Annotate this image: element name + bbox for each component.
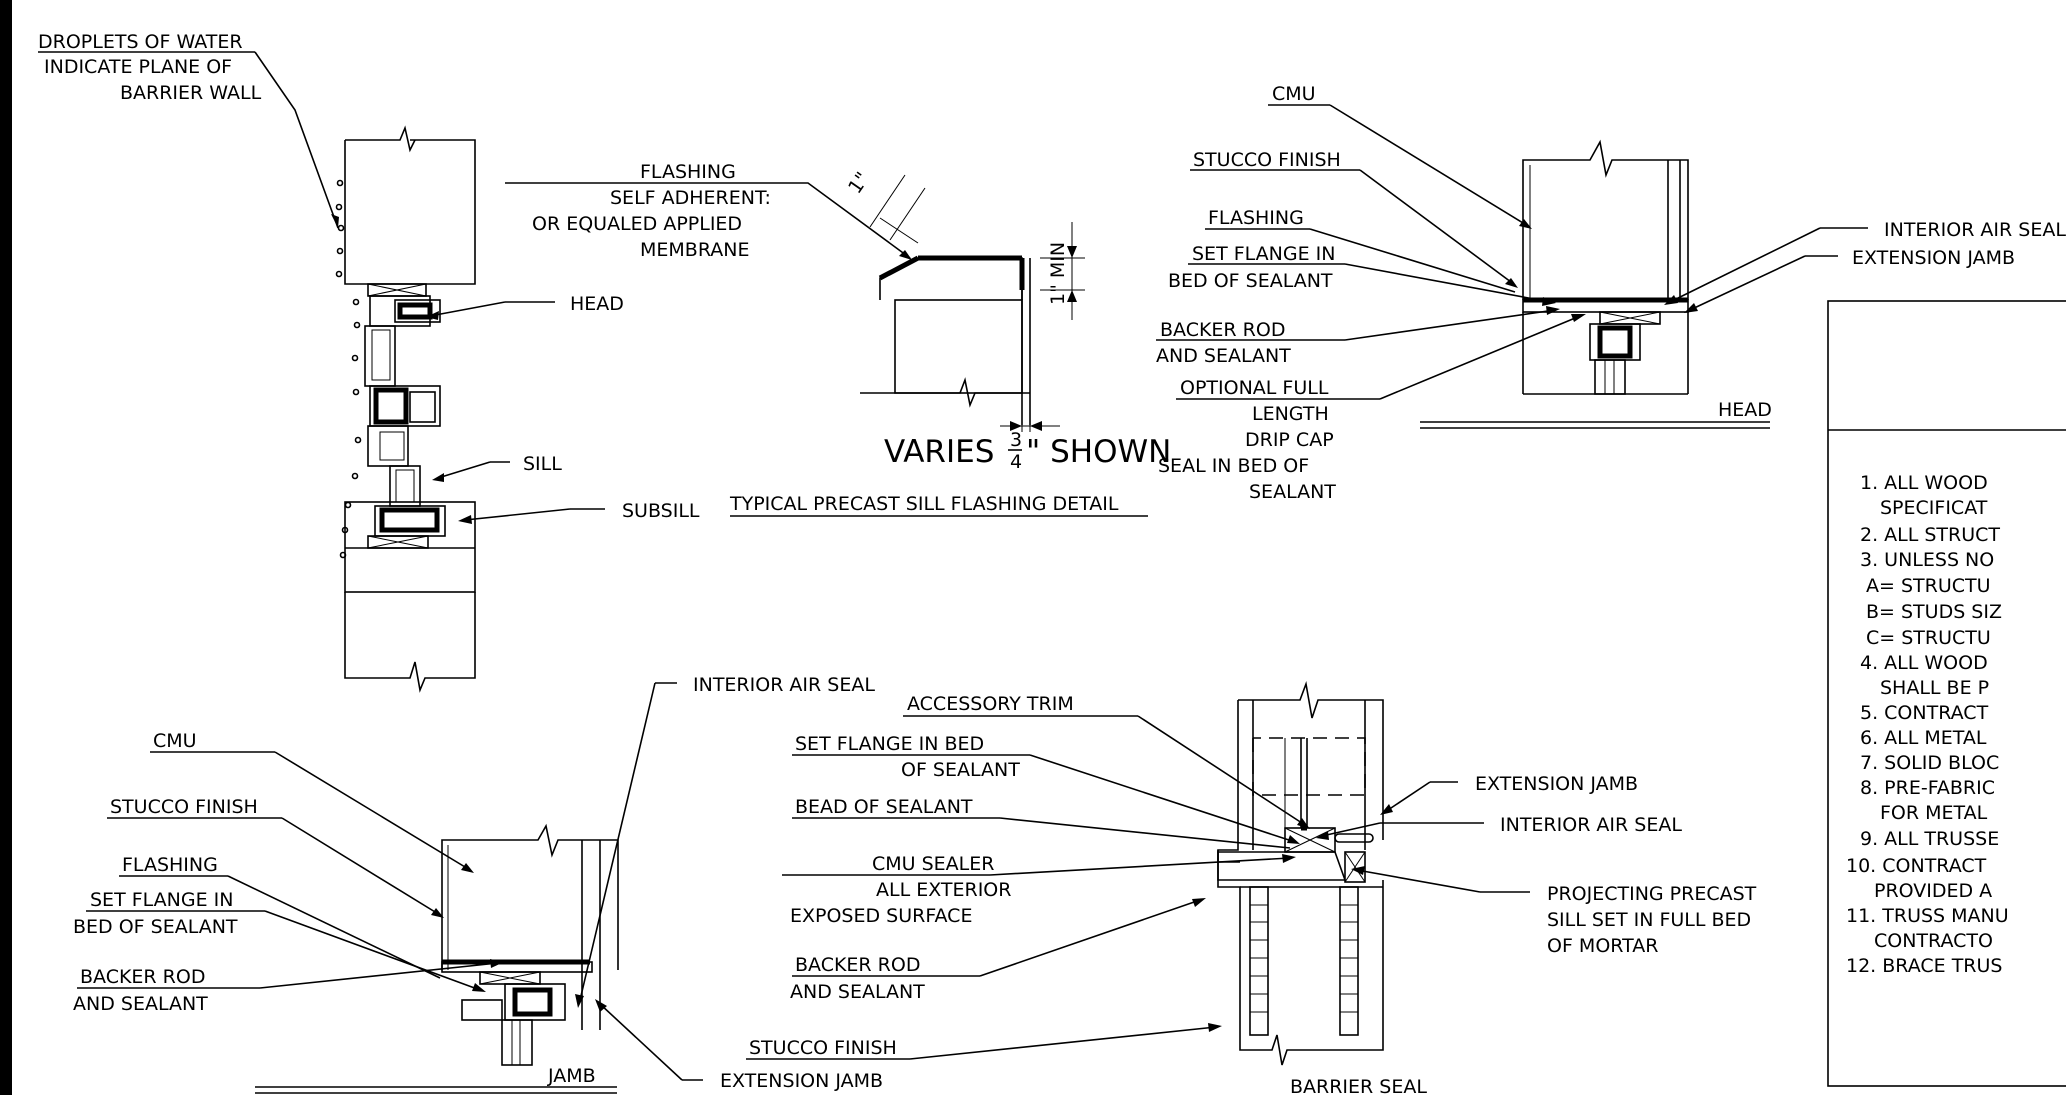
note-11b: CONTRACTO [1874,930,1993,952]
note-3b: B= STUDS SIZ [1866,601,2002,623]
note-8: 8. PRE-FABRIC [1860,777,1995,799]
head-optional-5: SEALANT [1249,481,1336,503]
seal-cmusealer-1: CMU SEALER [872,853,994,875]
note-10: 10. CONTRACT [1846,855,1987,877]
note-2: 2. ALL STRUCT [1860,524,2000,546]
jamb-setflange-2: BED OF SEALANT [73,916,238,938]
droplets-label-1: DROPLETS OF WATER [38,31,243,53]
seal-backer-1: BACKER ROD [795,954,920,976]
head-cmu-label: CMU [1272,83,1316,105]
head-optional-1: OPTIONAL FULL [1180,377,1329,399]
jamb-interior-label: INTERIOR AIR SEAL [693,674,875,696]
seal-extension-label: EXTENSION JAMB [1475,773,1638,795]
head-stucco-label: STUCCO FINISH [1193,149,1341,171]
note-1b: SPECIFICAT [1880,497,1988,519]
note-3a: A= STRUCTU [1866,575,1991,597]
varies-fraction-num: 3 [1010,429,1022,451]
jamb-cmu-label: CMU [153,730,197,752]
head-flashing-label: FLASHING [1208,207,1304,229]
jamb-flashing-label: FLASHING [122,854,218,876]
note-3: 3. UNLESS NO [1860,549,1994,571]
note-6: 6. ALL METAL [1860,727,1987,749]
flashing-membrane: MEMBRANE [640,239,749,261]
head-optional-3: DRIP CAP [1245,429,1334,451]
note-9: 9. ALL TRUSSE [1860,828,1999,850]
droplets-label-2: INDICATE PLANE OF [44,56,232,78]
general-notes-box: 1. ALL WOOD SPECIFICAT 2. ALL STRUCT 3. … [1827,300,2066,1087]
head-backer-1: BACKER ROD [1160,319,1285,341]
window-frame-assembly [364,283,446,549]
note-7: 7. SOLID BLOC [1860,752,1999,774]
seal-accessory-label: ACCESSORY TRIM [907,693,1074,715]
varies-label: VARIES [884,434,994,470]
flashing-self-adherent: SELF ADHERENT: [610,187,771,209]
head-setflange-2: BED OF SEALANT [1168,270,1333,292]
dim-1-inch: 1" [844,168,874,198]
note-4: 4. ALL WOOD [1860,652,1988,674]
head-optional-4: SEAL IN BED OF [1158,455,1309,477]
head-detail: CMU STUCCO FINISH FLASHING SET FLANGE IN… [1156,83,2066,503]
head-backer-2: AND SEALANT [1156,345,1291,367]
seal-title: BARRIER SEAL [1290,1076,1427,1095]
varies-shown: " SHOWN [1026,434,1171,470]
note-12: 12. BRACE TRUS [1846,955,2002,977]
note-5: 5. CONTRACT [1860,702,1989,724]
seal-setflange-2: OF SEALANT [901,759,1020,781]
seal-projecting-2: SILL SET IN FULL BED [1547,909,1751,931]
note-3c: C= STRUCTU [1866,627,1991,649]
precast-title: TYPICAL PRECAST SILL FLASHING DETAIL [729,493,1119,515]
droplets-label-3: BARRIER WALL [120,82,262,104]
note-8b: FOR METAL [1880,802,1988,824]
head-optional-2: LENGTH [1252,403,1329,425]
seal-bead-label: BEAD OF SEALANT [795,796,973,818]
note-1: 1. ALL WOOD [1860,472,1988,494]
varies-fraction-den: 4 [1010,451,1022,473]
jamb-setflange-1: SET FLANGE IN [90,889,233,911]
seal-cmusealer-2: ALL EXTERIOR [876,879,1011,901]
seal-projecting-3: OF MORTAR [1547,935,1658,957]
flashing-label: FLASHING [640,161,736,183]
head-title: HEAD [1718,399,1772,421]
jamb-detail: INTERIOR AIR SEAL CMU STUCCO FINISH FLAS… [73,674,883,1094]
water-droplets [335,179,362,559]
head-setflange-1: SET FLANGE IN [1192,243,1335,265]
head-label: HEAD [570,293,624,315]
note-11: 11. TRUSS MANU [1846,905,2009,927]
barrier-seal-detail: ACCESSORY TRIM SET FLANGE IN BED OF SEAL… [746,680,1757,1095]
jamb-title: JAMB [547,1065,596,1087]
dim-1-inch-min: 1" MIN [1047,242,1069,305]
jamb-stucco-label: STUCCO FINISH [110,796,258,818]
head-extension-label: EXTENSION JAMB [1852,247,2015,269]
note-4b: SHALL BE P [1880,677,1989,699]
head-interior-label: INTERIOR AIR SEAL [1884,219,2066,241]
jamb-backer-1: BACKER ROD [80,966,205,988]
seal-projecting-1: PROJECTING PRECAST [1547,883,1757,905]
seal-stucco-label: STUCCO FINISH [749,1037,897,1059]
sill-label: SILL [523,453,562,475]
jamb-extension-label: EXTENSION JAMB [720,1070,883,1092]
precast-sill-flashing-detail: FLASHING SELF ADHERENT: OR EQUALED APPLI… [505,161,1171,517]
seal-interior-label: INTERIOR AIR SEAL [1500,814,1682,836]
seal-setflange-1: SET FLANGE IN BED [795,733,984,755]
window-section-detail: DROPLETS OF WATER INDICATE PLANE OF BARR… [38,31,700,693]
seal-backer-2: AND SEALANT [790,981,925,1003]
note-10b: PROVIDED A [1874,880,1992,902]
seal-cmusealer-3: EXPOSED SURFACE [790,905,972,927]
jamb-backer-2: AND SEALANT [73,993,208,1015]
flashing-equaled: OR EQUALED APPLIED [532,213,742,235]
sheet-border [0,0,12,1095]
subsill-label: SUBSILL [622,500,700,522]
